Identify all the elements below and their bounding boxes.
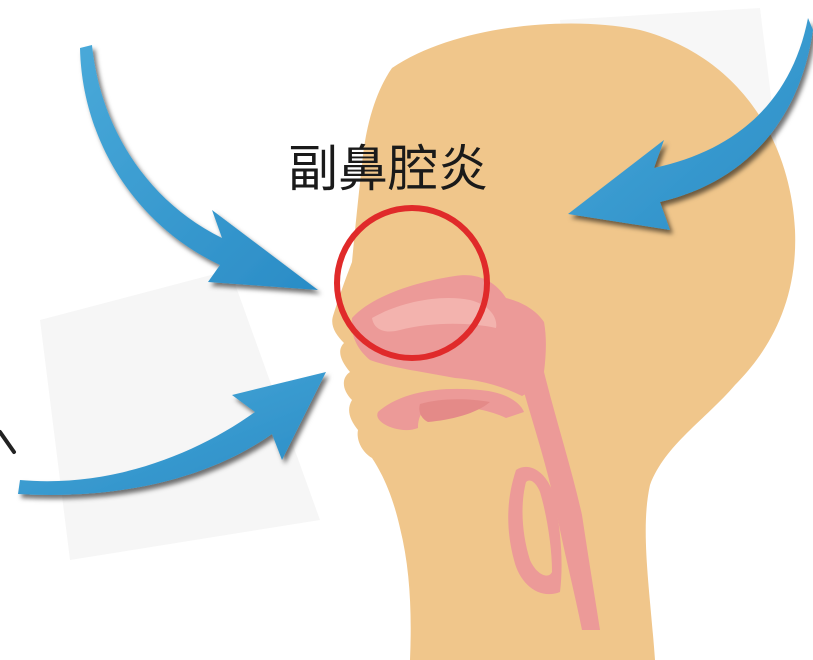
sinus-band (372, 298, 497, 332)
sinus-highlight-circle (334, 205, 490, 361)
oral-cavity (377, 388, 524, 431)
arrow-icon (18, 372, 326, 495)
nasal-cavity (351, 275, 546, 396)
larynx-inner (522, 480, 552, 576)
arrow-icon (568, 18, 813, 230)
tongue (419, 399, 490, 422)
diagram-title: 副鼻腔炎 (288, 140, 488, 198)
arrow-icon (80, 45, 318, 290)
throat-airway (524, 372, 600, 630)
cropped-stroke (0, 430, 16, 454)
